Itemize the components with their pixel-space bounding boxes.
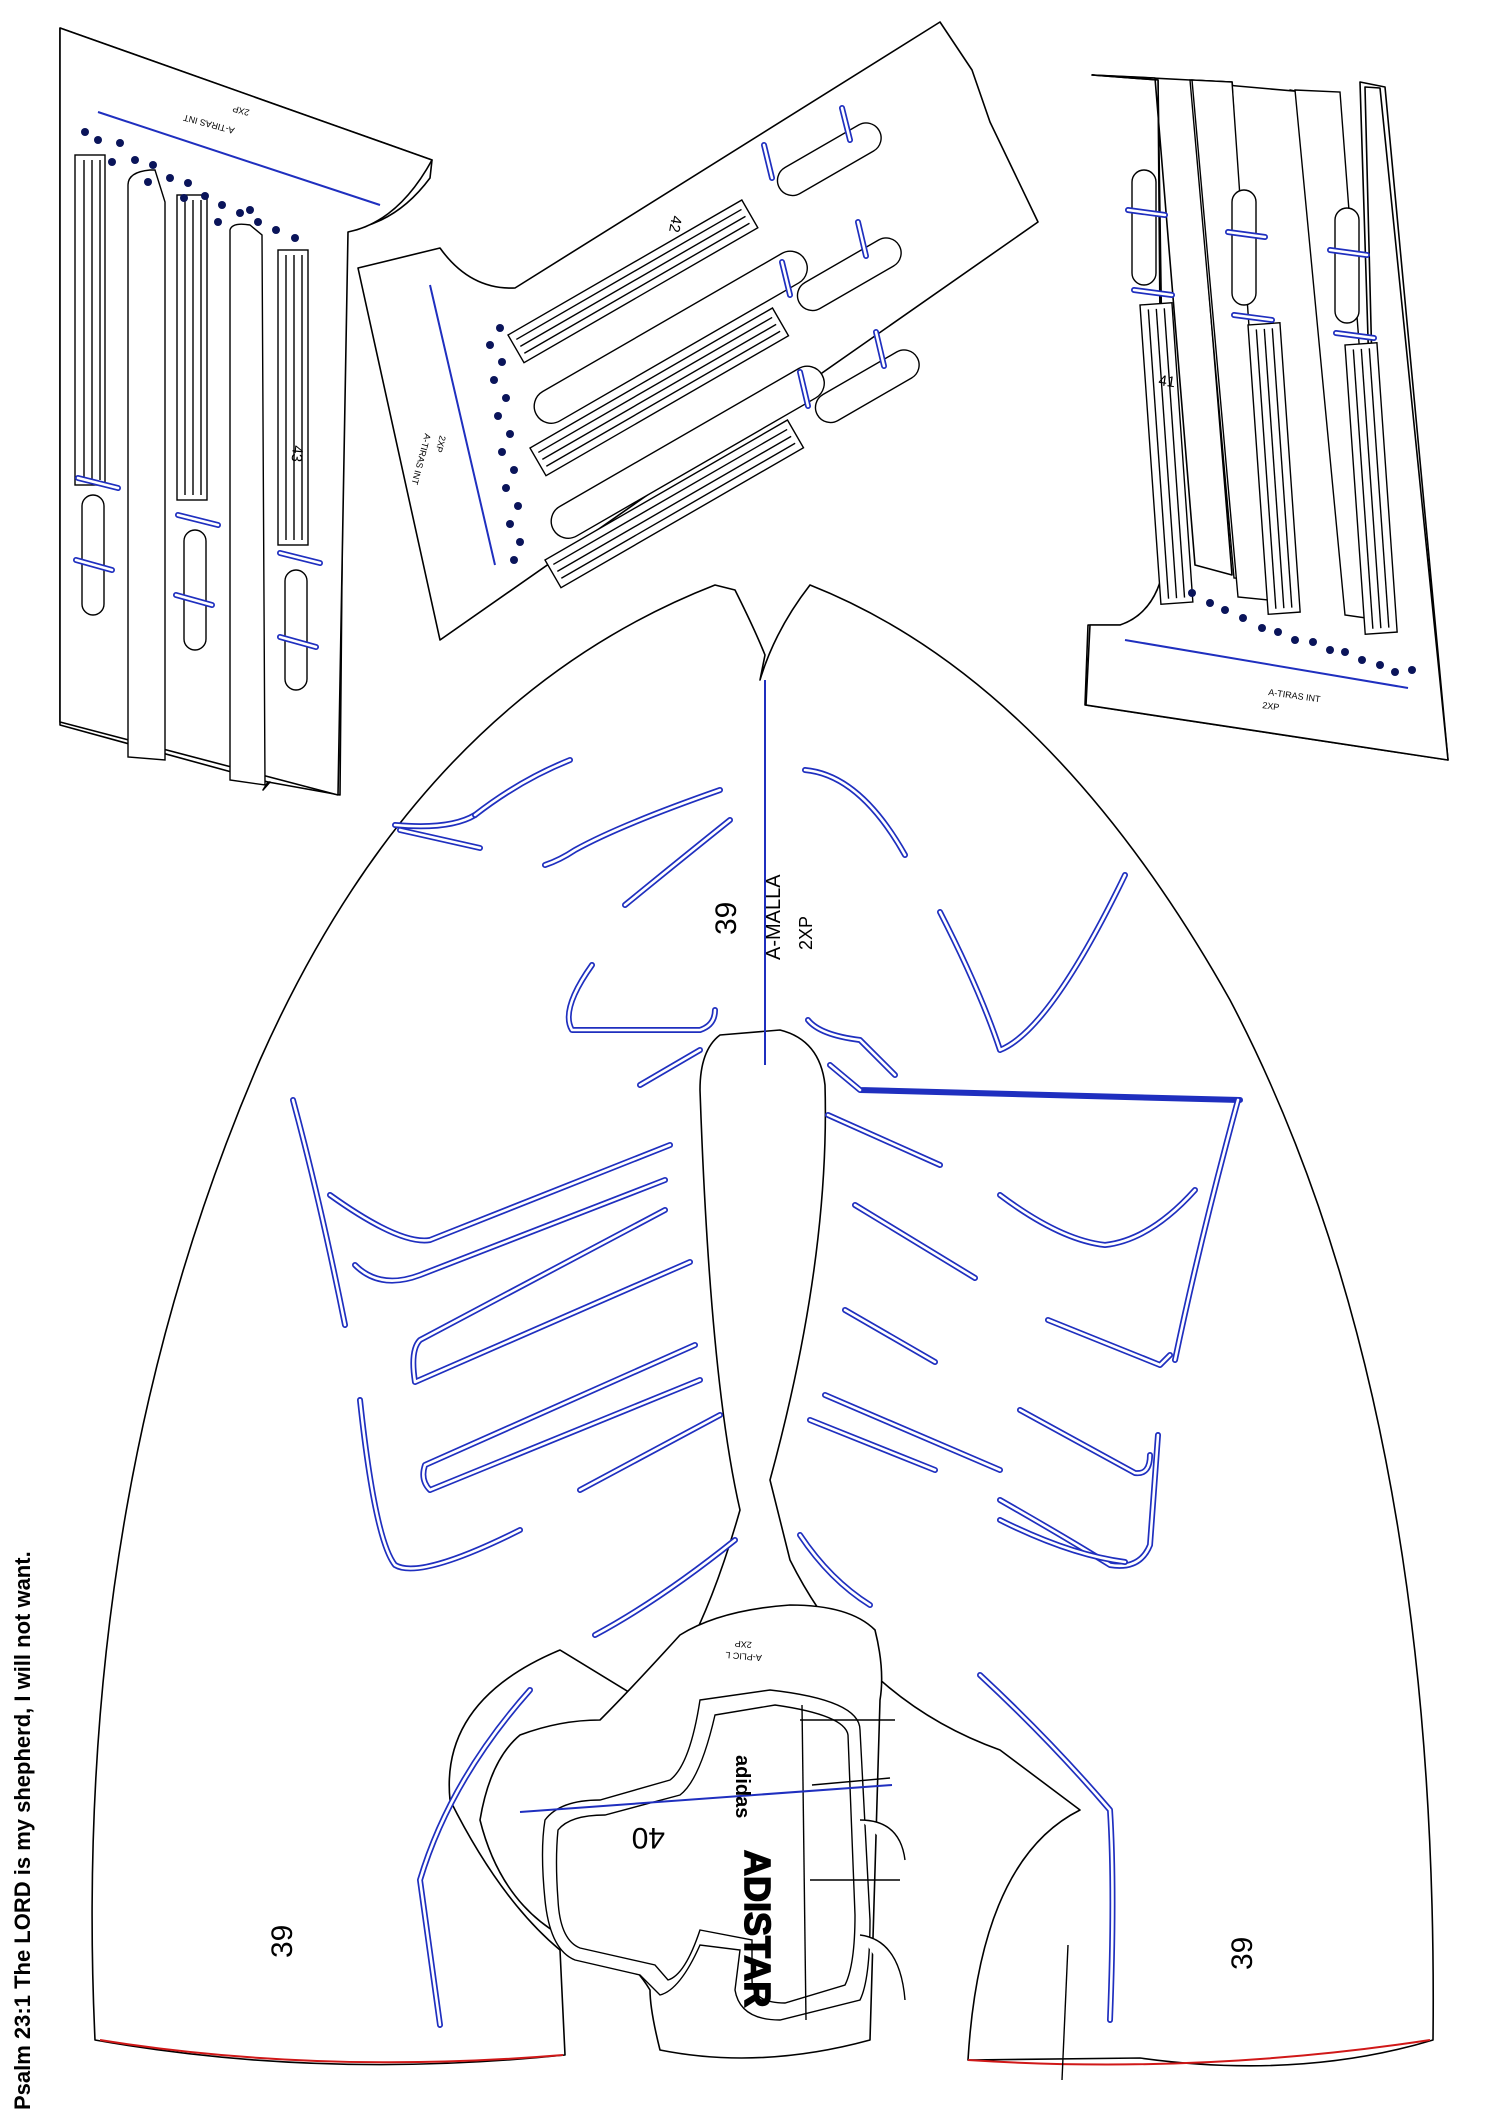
- dot-row: [486, 324, 524, 564]
- piece-qty-label: 2XP: [1262, 700, 1280, 712]
- guide-lines-right: [797, 767, 1243, 2023]
- scripture-caption: Psalm 23:1 The LORD is my shepherd, I wi…: [10, 1551, 35, 2110]
- piece-name-label: A-PLIC L: [725, 1650, 762, 1663]
- model-logo: ADISTAR: [737, 1850, 778, 2007]
- guide-line: [97, 111, 381, 206]
- piece-number-left-label: 39: [266, 1925, 299, 1958]
- tiras-piece-left: A-TIRAS INT 2XP 43: [59, 27, 433, 796]
- piece-number-label: 41: [1157, 372, 1176, 391]
- piece-number-label: 43: [288, 445, 306, 463]
- piece-number-label: 40: [632, 1821, 665, 1854]
- piece-qty-label: 2XP: [231, 104, 250, 118]
- piece-qty-label: 2XP: [734, 1639, 752, 1650]
- hem-line: [99, 2039, 564, 2064]
- dot-row: [1188, 589, 1416, 676]
- guide-line: [1124, 639, 1409, 689]
- guide-lines-left: [290, 757, 738, 2028]
- guide-line: [429, 284, 496, 566]
- piece-name-label: A-MALLA: [763, 874, 785, 960]
- tiras-piece-middle: A-TIRAS INT 2XP 42: [357, 21, 1039, 641]
- plic-piece: adidas ADISTAR 40 A-PLIC L 2XP: [479, 1604, 906, 2059]
- dot-row: [81, 128, 299, 242]
- tiras-piece-right: A-TIRAS INT 2XP 41: [1084, 74, 1449, 761]
- piece-number-label: 39: [710, 902, 743, 935]
- malla-piece: 39 A-MALLA 2XP 39 39: [91, 584, 1435, 2081]
- brand-logo: adidas: [731, 1755, 753, 1818]
- piece-qty-label: 2XP: [796, 916, 816, 950]
- piece-number-right-label: 39: [1226, 1937, 1259, 1970]
- piece-number-label: 42: [665, 214, 685, 233]
- piece-qty-label: 2XP: [434, 434, 448, 453]
- hem-line: [967, 2039, 1431, 2066]
